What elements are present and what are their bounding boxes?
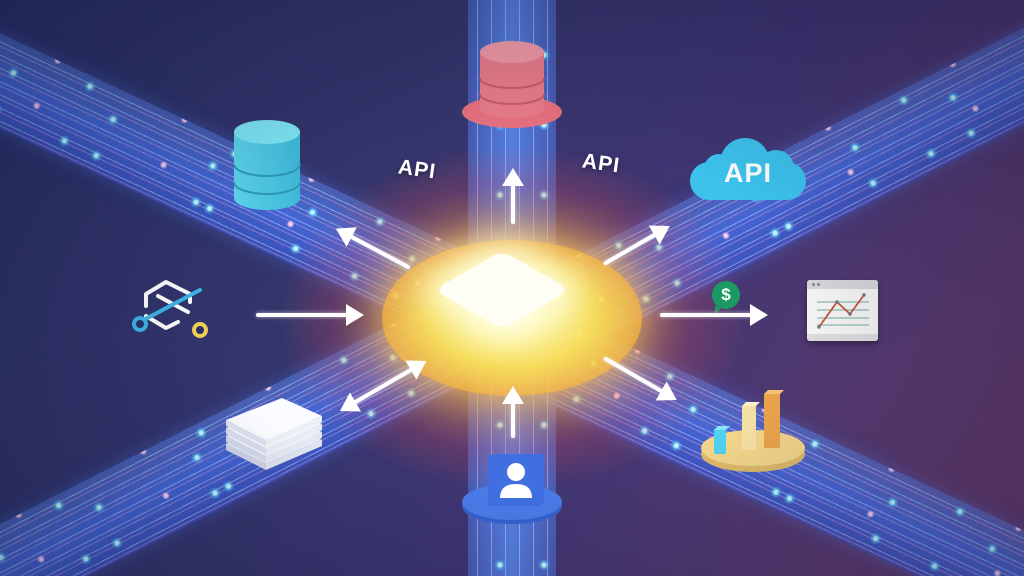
workflow-node	[132, 276, 212, 344]
api-label-right: API	[580, 149, 622, 178]
arrow-from-workflow	[256, 304, 364, 326]
cloud-puff	[704, 154, 734, 184]
document-stack-node	[222, 398, 326, 480]
database-red-node	[458, 32, 566, 132]
user-node	[458, 450, 566, 530]
arrow-to-red-database	[502, 168, 524, 224]
dollar-badge-icon: $	[712, 281, 740, 314]
arrowhead-icon	[346, 304, 364, 326]
database-icon	[462, 41, 562, 128]
bar-chart-node	[698, 388, 808, 476]
workflow-connector-icon	[132, 280, 208, 338]
arrow-from-user	[502, 386, 524, 438]
api-cloud-label: API	[723, 158, 772, 188]
document-stack-icon	[226, 398, 322, 470]
cloud-puff	[758, 150, 794, 186]
user-icon	[462, 454, 562, 524]
arrow-to-line-chart	[660, 304, 768, 326]
arrowhead-icon	[750, 304, 768, 326]
api-label-left: API	[396, 155, 438, 184]
arrowhead-icon	[502, 386, 524, 404]
database-icon	[233, 120, 301, 210]
window-titlebar	[807, 280, 878, 289]
api-cloud-node: API	[690, 138, 806, 200]
bar-chart-icon	[701, 390, 805, 472]
line-chart-icon	[817, 293, 869, 329]
database-cyan-node	[232, 118, 302, 214]
line-chart-window-icon	[807, 280, 878, 341]
window-footer	[807, 334, 878, 341]
arrowhead-icon	[502, 168, 524, 186]
